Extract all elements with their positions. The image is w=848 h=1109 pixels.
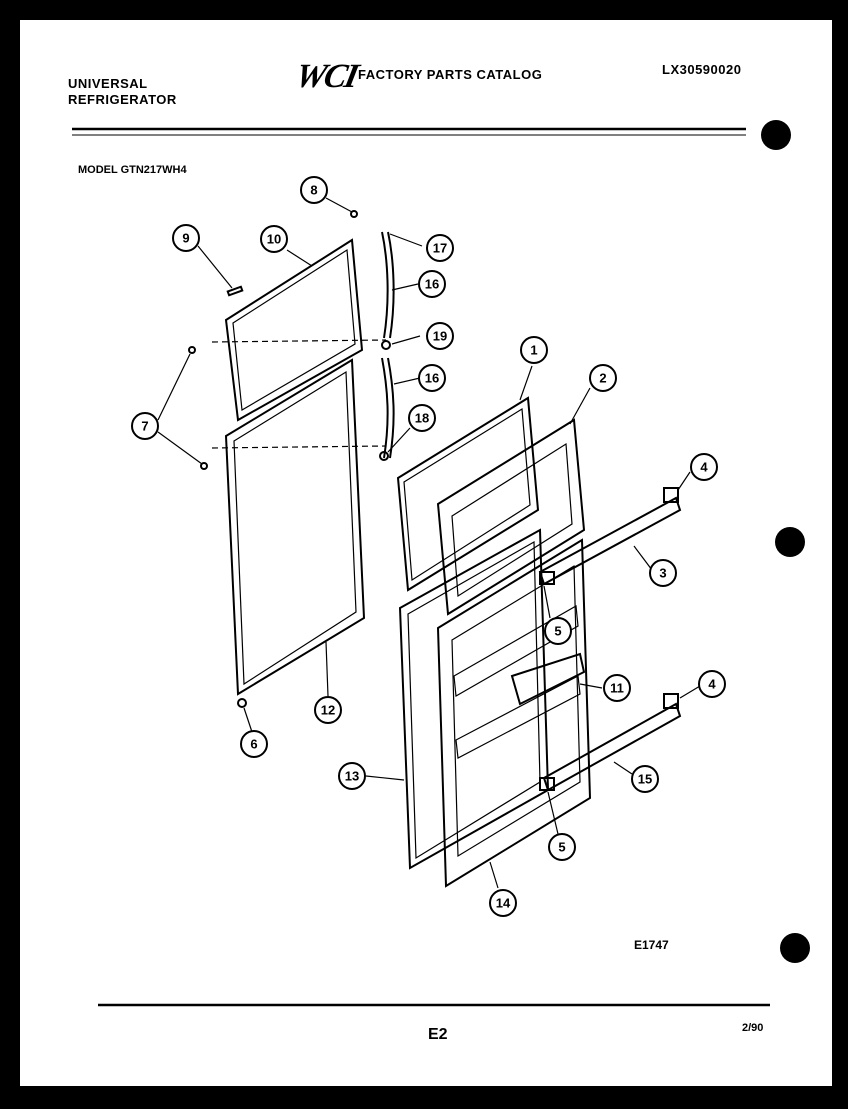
freezer-door-liner (436, 418, 586, 616)
screw-7-lower (200, 462, 208, 470)
svg-text:1: 1 (530, 343, 537, 358)
svg-text:17: 17 (433, 241, 447, 256)
callout-18: 18 (408, 404, 436, 432)
svg-text:16: 16 (425, 371, 439, 386)
revision-date: 2/90 (742, 1022, 764, 1034)
callout-17: 17 (426, 234, 454, 262)
callout-10: 10 (260, 225, 288, 253)
upper-handle (381, 231, 389, 339)
callout-1: 1 (520, 336, 548, 364)
svg-text:7: 7 (141, 419, 148, 434)
screw-8 (350, 210, 358, 218)
callout-16-lower: 16 (418, 364, 446, 392)
shelf-end-cap-4-upper (663, 487, 679, 503)
binder-hole-top (761, 120, 791, 150)
svg-text:9: 9 (182, 231, 189, 246)
callout-14: 14 (489, 889, 517, 917)
fresh-food-door-liner (436, 538, 592, 888)
callout-12: 12 (314, 696, 342, 724)
callout-4-lower: 4 (698, 670, 726, 698)
callout-15: 15 (631, 765, 659, 793)
door-shelf-15 (542, 702, 682, 792)
brand-line-1: UNIVERSAL (68, 76, 148, 91)
door-shelf-3 (538, 496, 682, 586)
svg-text:6: 6 (250, 737, 257, 752)
catalog-number: LX30590020 (662, 62, 742, 77)
shelf-end-cap-4-lower (663, 693, 679, 709)
svg-text:10: 10 (267, 232, 281, 247)
callout-6: 6 (240, 730, 268, 758)
shelf-support-5-upper (539, 571, 555, 585)
lower-handle-edge (387, 357, 395, 459)
fresh-food-door-gasket (224, 358, 366, 696)
callout-16-upper: 16 (418, 270, 446, 298)
screw-7-upper (188, 346, 196, 354)
svg-text:18: 18 (415, 411, 429, 426)
svg-text:8: 8 (310, 183, 317, 198)
callout-4-upper: 4 (690, 453, 718, 481)
binder-hole-bottom (780, 933, 810, 963)
svg-text:2: 2 (599, 371, 606, 386)
freezer-inner-gasket (396, 396, 540, 592)
upper-handle-edge (387, 231, 395, 339)
svg-text:5: 5 (558, 840, 565, 855)
svg-text:19: 19 (433, 329, 447, 344)
svg-text:12: 12 (321, 703, 335, 718)
svg-text:13: 13 (345, 769, 359, 784)
callout-5-upper: 5 (544, 617, 572, 645)
callout-2: 2 (589, 364, 617, 392)
callout-8: 8 (300, 176, 328, 204)
callout-11: 11 (603, 674, 631, 702)
callout-5-lower: 5 (548, 833, 576, 861)
callout-7: 7 (131, 412, 159, 440)
lower-handle (381, 357, 389, 459)
hinge-6 (237, 698, 247, 708)
page-number: E2 (428, 1026, 448, 1043)
svg-text:3: 3 (659, 566, 666, 581)
catalog-sheet (20, 20, 832, 1086)
binder-hole-middle (775, 527, 805, 557)
freezer-door-gasket (224, 238, 364, 422)
part-18 (379, 451, 389, 461)
callout-9: 9 (172, 224, 200, 252)
shelf-support-5-lower (539, 777, 555, 791)
pin-9 (226, 285, 244, 297)
drawing-id: E1747 (634, 938, 669, 952)
model-number: MODEL GTN217WH4 (78, 164, 187, 176)
svg-text:16: 16 (425, 277, 439, 292)
dairy-shelf-11 (510, 652, 586, 706)
alignment-line-upper (211, 339, 387, 343)
svg-text:5: 5 (554, 624, 561, 639)
callout-3: 3 (649, 559, 677, 587)
svg-text:15: 15 (638, 772, 652, 787)
brand-line-2: REFRIGERATOR (68, 92, 177, 107)
catalog-title: FACTORY PARTS CATALOG (358, 67, 543, 82)
svg-text:4: 4 (700, 460, 708, 475)
part-19 (381, 340, 391, 350)
callout-19: 19 (426, 322, 454, 350)
alignment-line-lower (211, 445, 387, 449)
callout-13: 13 (338, 762, 366, 790)
svg-text:11: 11 (610, 681, 624, 696)
leader-lines (157, 197, 701, 889)
svg-text:14: 14 (496, 896, 511, 911)
svg-text:4: 4 (708, 677, 716, 692)
